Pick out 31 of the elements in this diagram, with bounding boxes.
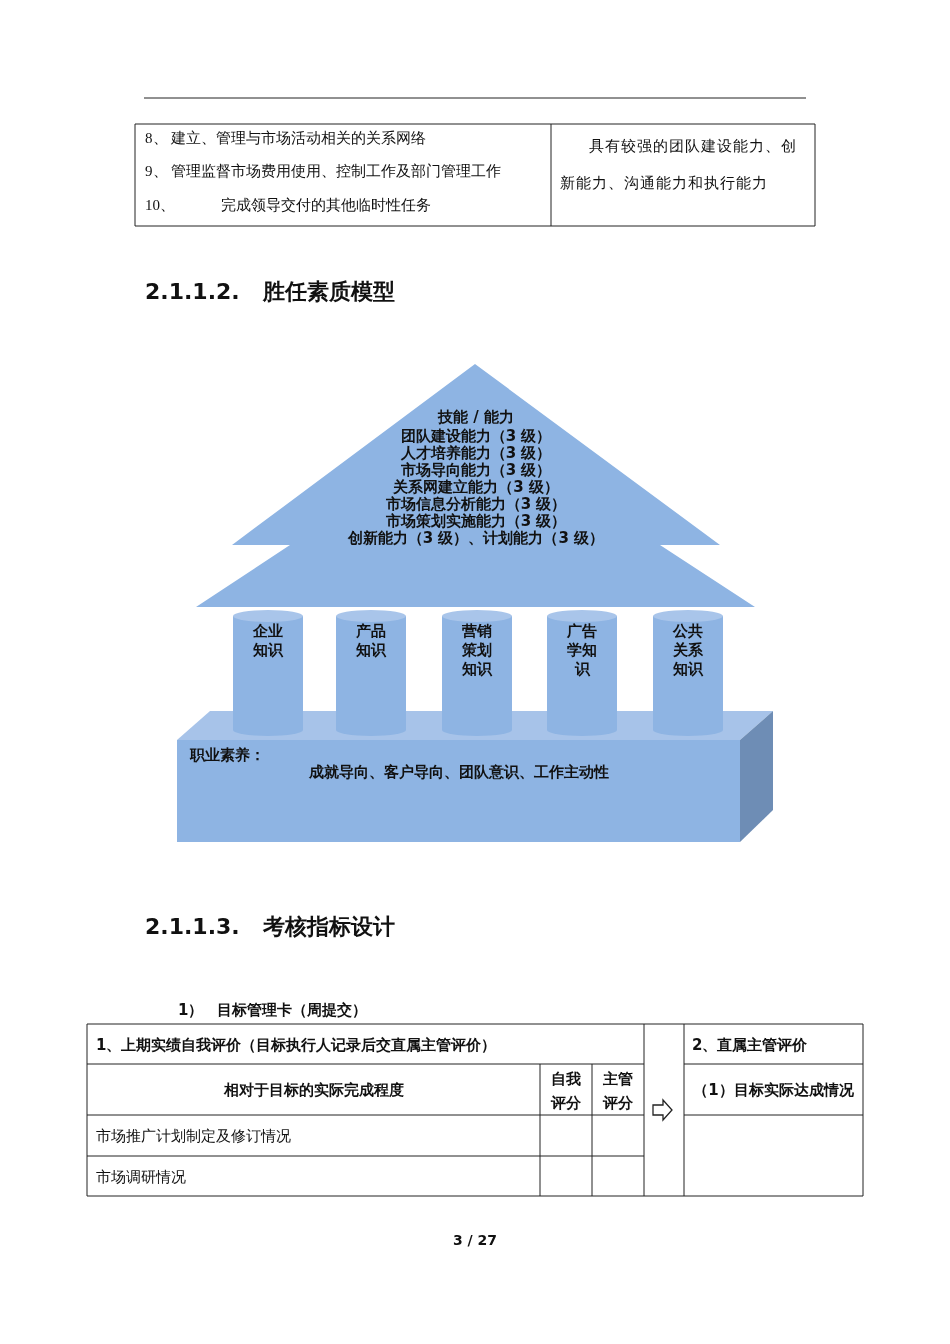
row-label: 市场调研情况 — [96, 1168, 186, 1187]
skill-item: 创新能力（3 级）、计划能力（3 级） — [347, 530, 605, 547]
skill-item: 人才培养能力（3 级） — [400, 445, 552, 462]
column-header: 相对于目标的实际完成程度 — [223, 1080, 404, 1100]
card-title: 1） 目标管理卡（周提交） — [178, 1000, 367, 1020]
roof-heading: 技能 / 能力 — [438, 407, 514, 428]
pillar-label: 营销策划知识 — [461, 622, 493, 679]
section-heading: 2.1.1.2. 胜任素质模型 — [145, 282, 396, 302]
pillar-label: 产品知识 — [355, 622, 387, 660]
duty-item: 8、 建立、管理与市场活动相关的关系网络 — [145, 129, 427, 148]
page-number: 3 / 27 — [452, 1231, 498, 1250]
skill-item: 市场导向能力（3 级） — [400, 462, 552, 479]
skill-item: 市场信息分析能力（3 级） — [385, 496, 567, 513]
row-label: 市场推广计划制定及修订情况 — [96, 1127, 291, 1146]
table-header: 1、上期实绩自我评价（目标执行人记录后交直属主管评价） — [96, 1035, 497, 1055]
table-header: 2、直属主管评价 — [692, 1035, 808, 1055]
section-heading: 2.1.1.3. 考核指标设计 — [145, 917, 396, 937]
pillar-label: 广告学知识 — [566, 622, 598, 679]
pillar-label: 公共关系知识 — [672, 622, 704, 679]
base-heading: 职业素养： — [190, 746, 265, 764]
skill-item: 关系网建立能力（3 级） — [393, 479, 559, 496]
duty-item: 10、 完成领导交付的其他临时性任务 — [145, 196, 431, 215]
duty-item: 9、 管理监督市场费用使用、控制工作及部门管理工作 — [145, 162, 502, 181]
column-header: （1）目标实际达成情况 — [693, 1080, 854, 1100]
skill-item: 团队建设能力（3 级） — [400, 428, 552, 445]
base-text: 成就导向、客户导向、团队意识、工作主动性 — [308, 763, 609, 781]
skill-item: 市场策划实施能力（3 级） — [385, 513, 567, 530]
column-header: 主管评分 — [601, 1069, 634, 1114]
requirement-text: 具有较强的团队建设能力、创新能力、沟通能力和执行能力 — [560, 137, 798, 193]
column-header: 自我评分 — [549, 1069, 582, 1114]
pillar-label: 企业知识 — [252, 622, 284, 660]
